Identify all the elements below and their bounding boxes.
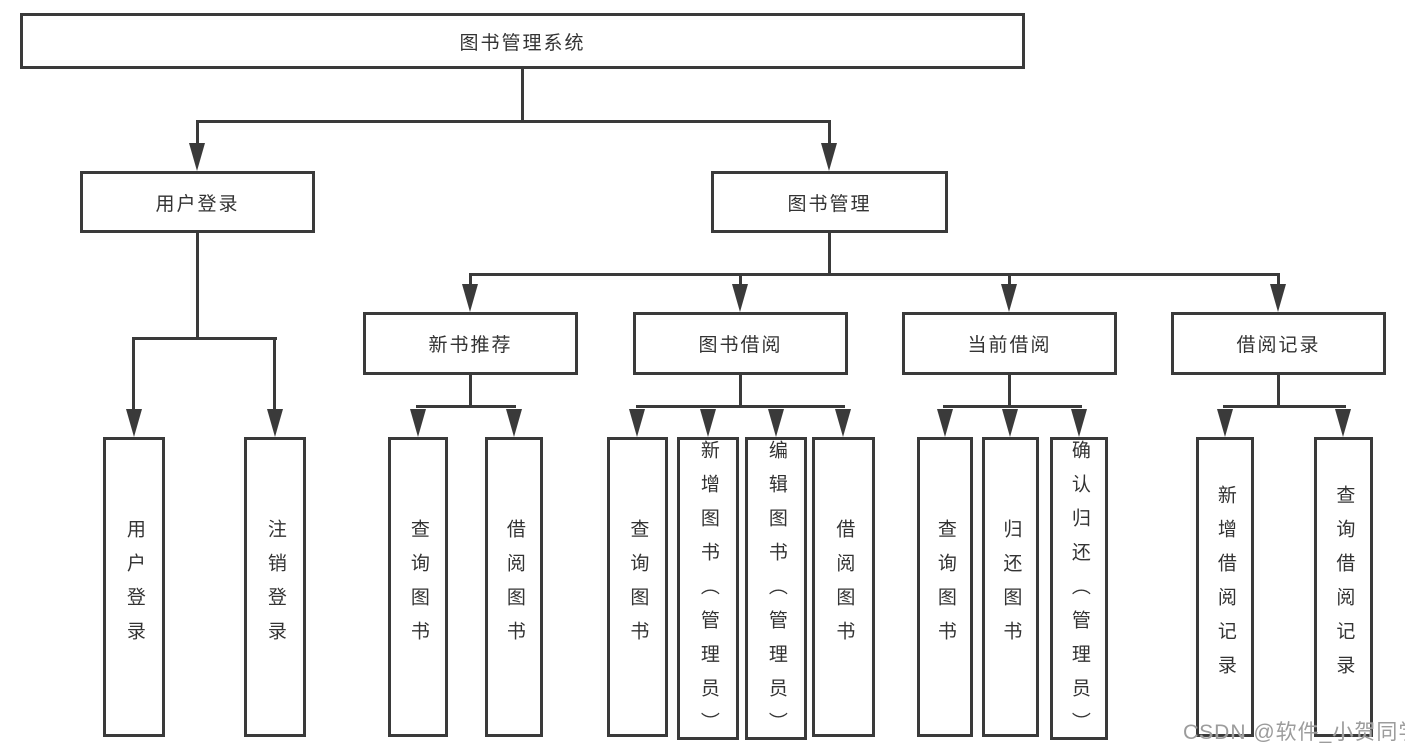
leaf-current-confirm-return-admin: 确认归还（管理员） [1050, 437, 1108, 746]
leaf-current-return-books-label: 归还图书 [1000, 519, 1022, 655]
leaf-record-add: 新增借阅记录 [1196, 437, 1254, 737]
arrow-down-leaf-logout [267, 409, 283, 437]
arrow-down-record-add [1217, 409, 1233, 437]
arrow-down-rec-query [410, 409, 426, 437]
arrow-down-record-query [1335, 409, 1351, 437]
leaf-rec-borrow-books: 借阅图书 [485, 437, 543, 737]
leaf-record-query: 查询借阅记录 [1314, 437, 1373, 737]
edge-borrow-stub [739, 375, 742, 406]
arrow-down-borrow-query [629, 409, 645, 437]
edge-mgmt-to-rec-line [469, 273, 472, 286]
node-borrow-record-label: 借阅记录 [1236, 335, 1321, 356]
leaf-borrow-borrow-books: 借阅图书 [812, 437, 875, 737]
watermark: CSDN @软件_小贺同学 [1183, 721, 1405, 744]
edge-rec-stub [469, 375, 472, 406]
edge-mgmt-stub [828, 233, 831, 273]
edge-current-stub [1008, 375, 1011, 406]
node-borrow-record: 借阅记录 [1171, 312, 1386, 375]
edge-mgmt-to-current-line [1008, 273, 1011, 286]
node-book-mgmt: 图书管理 [711, 171, 948, 233]
leaf-record-add-label: 新增借阅记录 [1214, 485, 1236, 689]
arrow-down-record [1270, 284, 1286, 312]
node-root: 图书管理系统 [20, 13, 1025, 69]
edge-rec-hbar [416, 405, 516, 408]
node-user-login: 用户登录 [80, 171, 315, 233]
leaf-rec-query-books: 查询图书 [388, 437, 448, 737]
node-current-borrow-label: 当前借阅 [967, 335, 1052, 356]
arrow-down-mgmt [821, 143, 837, 171]
arrow-down-borrow [732, 284, 748, 312]
leaf-record-query-label: 查询借阅记录 [1333, 485, 1355, 689]
edge-login-to-logout-line [273, 337, 276, 411]
leaf-current-return-books: 归还图书 [982, 437, 1039, 737]
arrow-down-login [189, 143, 205, 171]
edge-borrow-hbar [636, 405, 845, 408]
leaf-borrow-edit-books-admin: 编辑图书（管理员） [745, 437, 807, 746]
edge-mgmt-to-record-line [1277, 273, 1280, 286]
leaf-borrow-query-books-label: 查询图书 [627, 519, 649, 655]
leaf-user-login-label: 用户登录 [123, 519, 145, 655]
arrow-down-leaf-user-login [126, 409, 142, 437]
leaf-logout: 注销登录 [244, 437, 306, 737]
leaf-borrow-add-books-admin: 新增图书（管理员） [677, 437, 739, 746]
node-current-borrow: 当前借阅 [902, 312, 1117, 375]
edge-login-to-user-line [132, 337, 135, 411]
leaf-borrow-query-books: 查询图书 [607, 437, 668, 737]
edge-root-to-mgmt-line [828, 120, 831, 145]
leaf-user-login: 用户登录 [103, 437, 165, 737]
edge-record-hbar [1223, 405, 1346, 408]
node-new-book-rec-label: 新书推荐 [428, 335, 513, 356]
leaf-logout-label: 注销登录 [264, 519, 286, 655]
arrow-down-current [1001, 284, 1017, 312]
arrow-down-borrow-borrow [835, 409, 851, 437]
edge-login-stub [196, 233, 199, 337]
arrow-down-current-query [937, 409, 953, 437]
arrow-down-rec [462, 284, 478, 312]
node-user-login-label: 用户登录 [155, 193, 240, 215]
node-book-borrow-label: 图书借阅 [698, 335, 783, 356]
arrow-down-current-confirm [1071, 409, 1087, 437]
node-root-label: 图书管理系统 [459, 32, 586, 54]
node-new-book-rec: 新书推荐 [363, 312, 578, 375]
arrow-down-borrow-edit [768, 409, 784, 437]
leaf-borrow-add-books-admin-label: 新增图书（管理员） [697, 440, 719, 746]
leaf-rec-borrow-books-label: 借阅图书 [503, 519, 525, 655]
leaf-current-query-books-label: 查询图书 [934, 519, 956, 655]
edge-root-to-login-line [196, 120, 199, 145]
arrow-down-rec-borrow [506, 409, 522, 437]
edge-mgmt-hbar [469, 273, 1280, 276]
edge-current-hbar [943, 405, 1082, 408]
leaf-rec-query-books-label: 查询图书 [407, 519, 429, 655]
leaf-current-query-books: 查询图书 [917, 437, 973, 737]
edge-login-hbar [132, 337, 277, 340]
node-book-borrow: 图书借阅 [633, 312, 848, 375]
edge-record-stub [1277, 375, 1280, 406]
leaf-borrow-edit-books-admin-label: 编辑图书（管理员） [765, 440, 787, 746]
arrow-down-borrow-add [700, 409, 716, 437]
edge-root-hbar [196, 120, 831, 123]
leaf-current-confirm-return-admin-label: 确认归还（管理员） [1068, 440, 1090, 746]
leaf-borrow-borrow-books-label: 借阅图书 [833, 519, 855, 655]
edge-mgmt-to-borrow-line [739, 273, 742, 286]
edge-root-stub [521, 69, 524, 120]
arrow-down-current-return [1002, 409, 1018, 437]
node-book-mgmt-label: 图书管理 [787, 193, 872, 215]
